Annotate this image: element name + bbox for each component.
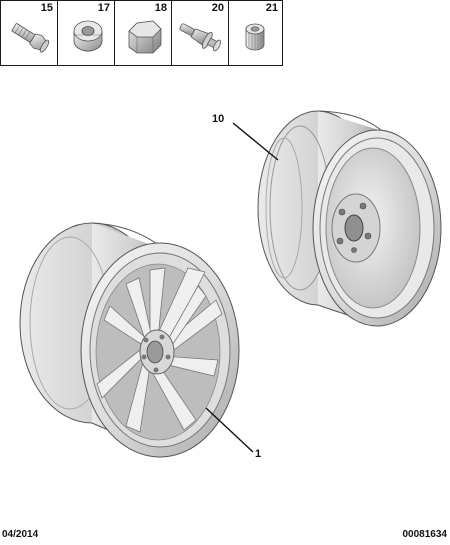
valve-cap-icon xyxy=(245,23,265,51)
alloy-wheel[interactable] xyxy=(19,222,240,458)
locking-nut-icon xyxy=(73,20,103,52)
parts-strip: 15 17 xyxy=(0,0,283,66)
callout-alloy-wheel: 1 xyxy=(255,448,262,460)
footer-code: 00081634 xyxy=(402,529,448,540)
part-number: 15 xyxy=(40,2,53,14)
footer-date: 04/2014 xyxy=(2,529,39,540)
part-number: 20 xyxy=(211,2,224,14)
part-cell-15[interactable]: 15 xyxy=(1,1,58,65)
leader-line-10 xyxy=(232,122,279,161)
part-cell-20[interactable]: 20 xyxy=(172,1,229,65)
part-cell-18[interactable]: 18 xyxy=(115,1,172,65)
tire-valve-icon xyxy=(179,23,221,52)
part-number: 21 xyxy=(265,2,278,14)
callout-spare-wheel: 10 xyxy=(212,113,225,125)
spare-steel-wheel[interactable] xyxy=(257,110,442,327)
part-number: 18 xyxy=(154,2,167,14)
wheel-bolt-icon xyxy=(11,23,50,53)
hex-cap-icon xyxy=(128,20,162,54)
part-number: 17 xyxy=(97,2,110,14)
part-cell-17[interactable]: 17 xyxy=(58,1,115,65)
leader-line-1 xyxy=(205,407,254,453)
part-cell-21[interactable]: 21 xyxy=(229,1,282,65)
